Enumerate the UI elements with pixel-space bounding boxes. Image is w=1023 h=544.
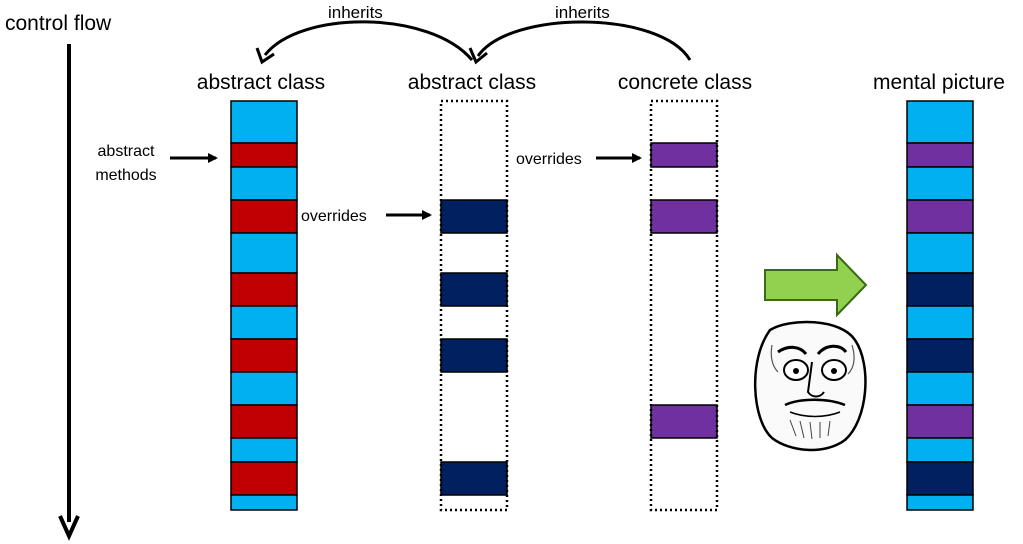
- red-block: [230, 338, 298, 373]
- red-block: [230, 142, 298, 168]
- inherits-label-right: inherits: [555, 3, 610, 22]
- column-concrete-class: [649, 99, 719, 512]
- green-right-arrow-icon: [764, 252, 868, 318]
- overrides-label-1: overrides: [301, 208, 367, 225]
- column-abstract-class-1: [230, 100, 298, 511]
- overrides-label-2: overrides: [516, 151, 582, 168]
- inherits-arrow-left: [255, 20, 474, 65]
- red-block: [230, 404, 298, 439]
- light-block: [230, 371, 298, 406]
- red-block: [230, 461, 298, 496]
- red-block: [230, 272, 298, 307]
- purple-block: [906, 199, 974, 234]
- inherits-arrow-right: [468, 20, 692, 65]
- purple-block: [906, 404, 974, 439]
- light-block: [230, 305, 298, 340]
- light-block: [230, 232, 298, 274]
- light-block: [230, 100, 298, 144]
- light-block: [230, 166, 298, 201]
- column-abstract-class-2: [439, 99, 509, 512]
- column-title-abstract-class-1: abstract class: [197, 71, 325, 94]
- light-block: [230, 494, 298, 511]
- navy-block: [906, 272, 974, 307]
- purple-block: [906, 142, 974, 168]
- column-mental-picture: [906, 100, 974, 511]
- light-block: [906, 371, 974, 406]
- light-block: [906, 437, 974, 463]
- navy-block: [440, 338, 508, 373]
- light-block: [906, 166, 974, 201]
- control-flow-label: control flow: [5, 12, 112, 35]
- column-title-abstract-class-2: abstract class: [408, 71, 536, 94]
- navy-block: [906, 461, 974, 496]
- column-title-concrete-class: concrete class: [618, 71, 752, 94]
- column-title-mental-picture: mental picture: [873, 71, 1005, 94]
- purple-block: [650, 404, 718, 439]
- me-gusta-face-icon: [754, 320, 867, 452]
- light-block: [906, 232, 974, 274]
- abstract-methods-label-line2: methods: [95, 167, 156, 184]
- inherits-label-left: inherits: [328, 3, 383, 22]
- navy-block: [440, 272, 508, 307]
- purple-block: [650, 199, 718, 234]
- purple-block: [650, 142, 718, 168]
- red-block: [230, 199, 298, 234]
- navy-block: [440, 461, 508, 496]
- control-flow-arrow: [58, 44, 80, 541]
- light-block: [906, 100, 974, 144]
- abstract-methods-label-line1: abstract: [98, 143, 155, 160]
- light-block: [906, 305, 974, 340]
- dashed-column-outline: [439, 99, 509, 512]
- light-block: [230, 437, 298, 463]
- light-block: [906, 494, 974, 511]
- dashed-column-outline: [649, 99, 719, 512]
- navy-block: [906, 338, 974, 373]
- navy-block: [440, 199, 508, 234]
